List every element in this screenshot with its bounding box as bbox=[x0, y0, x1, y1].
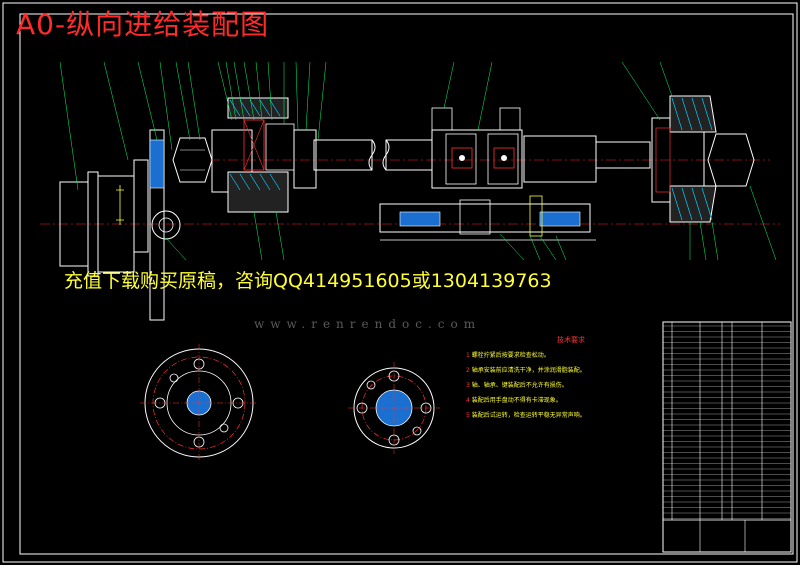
watermark: www.renrendoc.com bbox=[254, 317, 482, 331]
slide-base bbox=[379, 195, 596, 241]
screw-nut-carriage bbox=[431, 107, 597, 189]
tech-note-4: 4 装配后用手盘动不得有卡滞现象。 bbox=[466, 397, 562, 404]
motor-assembly bbox=[59, 129, 181, 321]
right-bearing-housing bbox=[651, 95, 755, 223]
tech-note-2: 2 轴承安装前应清洗干净，并涂润滑脂装配。 bbox=[466, 367, 586, 374]
flange-view-right bbox=[348, 362, 440, 454]
tech-note-1: 1 螺栓拧紧后按要求检查松动。 bbox=[466, 352, 550, 359]
tech-note-3: 3 轴、轴承、键装配后不允许有损伤。 bbox=[466, 382, 568, 389]
ball-screw-shaft bbox=[313, 139, 651, 171]
download-notice: 充值下载购买原稿，咨询QQ414951605或1304139763 bbox=[64, 270, 552, 292]
inner-border bbox=[19, 13, 794, 555]
tech-note-5: 5 装配后试运转，检查运转平稳无异常声响。 bbox=[466, 412, 586, 419]
drawing-title: A0-纵向进给装配图 bbox=[16, 8, 270, 41]
left-bearing-housing bbox=[172, 97, 317, 213]
technical-requirements: 技术要求 1 螺栓拧紧后按要求检查松动。 2 轴承安装前应清洗干净，并涂润滑脂装… bbox=[466, 335, 656, 420]
parts-list-table bbox=[662, 321, 792, 553]
technical-requirements-heading: 技术要求 bbox=[557, 336, 585, 344]
flange-view-left bbox=[140, 344, 258, 462]
part-leaders bbox=[59, 61, 777, 261]
